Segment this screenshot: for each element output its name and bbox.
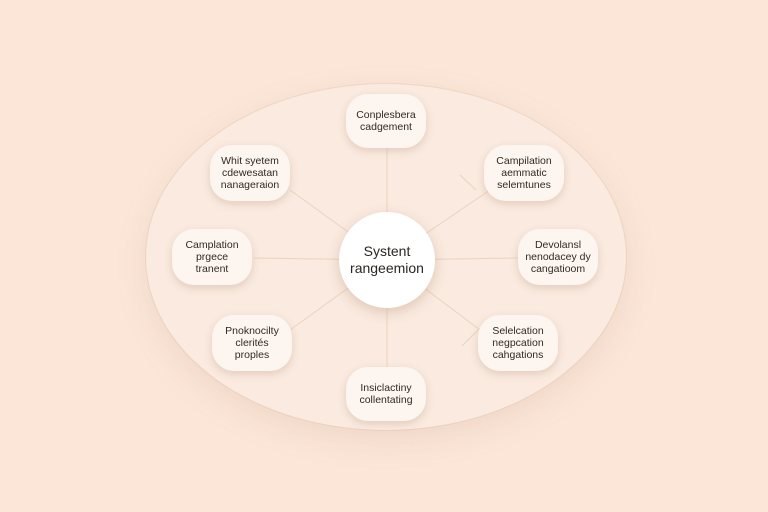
node-top-left-line-3: nanageraion xyxy=(220,179,280,191)
connector-arc-bottom-right xyxy=(461,329,479,347)
node-left: Camplation prgece tranent xyxy=(172,229,252,285)
node-bottom-left: Pnoknocilty clerités proples xyxy=(212,315,292,371)
node-bottom: Insiclactiny collentating xyxy=(346,367,426,421)
node-left-line-2: prgece xyxy=(195,251,229,263)
node-bottom-right-line-3: cahgations xyxy=(492,349,544,361)
node-bottom-left-line-2: clerités xyxy=(235,337,269,349)
node-bottom-right: Selelcation negpcation cahgations xyxy=(478,315,558,371)
center-node-line-2: rangeemion xyxy=(350,260,424,276)
node-bottom-line-2: collentating xyxy=(359,394,413,406)
node-bottom-right-line-1: Selelcation xyxy=(492,325,544,337)
node-top-left: Whit syetem cdewesatan nanageraion xyxy=(210,145,290,201)
node-bottom-left-line-1: Pnoknocilty xyxy=(225,325,279,337)
node-right-line-3: cangatioom xyxy=(530,263,586,275)
node-top-right-line-1: Campilation xyxy=(496,155,552,167)
node-top-line-2: cadgement xyxy=(360,121,412,133)
node-top-right-line-3: selemtunes xyxy=(497,179,551,191)
node-top: Conplesbera cadgement xyxy=(346,94,426,148)
connector-arc-right xyxy=(459,174,477,191)
node-right-line-2: nenodacey dy xyxy=(525,251,591,263)
node-top-line-1: Conplesbera xyxy=(356,109,416,121)
node-bottom-left-line-3: proples xyxy=(234,349,270,361)
center-node-line-1: Systent xyxy=(363,243,411,259)
node-top-left-line-1: Whit syetem xyxy=(221,155,279,167)
node-left-line-3: tranent xyxy=(195,263,229,275)
node-top-right-line-2: aemmatic xyxy=(501,167,547,179)
node-right: Devolansl nenodacey dy cangatioom xyxy=(518,229,598,285)
node-bottom-right-line-2: negpcation xyxy=(492,337,544,349)
node-left-line-1: Camplation xyxy=(185,239,239,251)
node-bottom-line-1: Insiclactiny xyxy=(360,382,412,394)
node-right-line-1: Devolansl xyxy=(534,239,582,251)
center-node: Systent rangeemion xyxy=(339,212,435,308)
node-top-left-line-2: cdewesatan xyxy=(221,167,279,179)
node-top-right: Campilation aemmatic selemtunes xyxy=(484,145,564,201)
